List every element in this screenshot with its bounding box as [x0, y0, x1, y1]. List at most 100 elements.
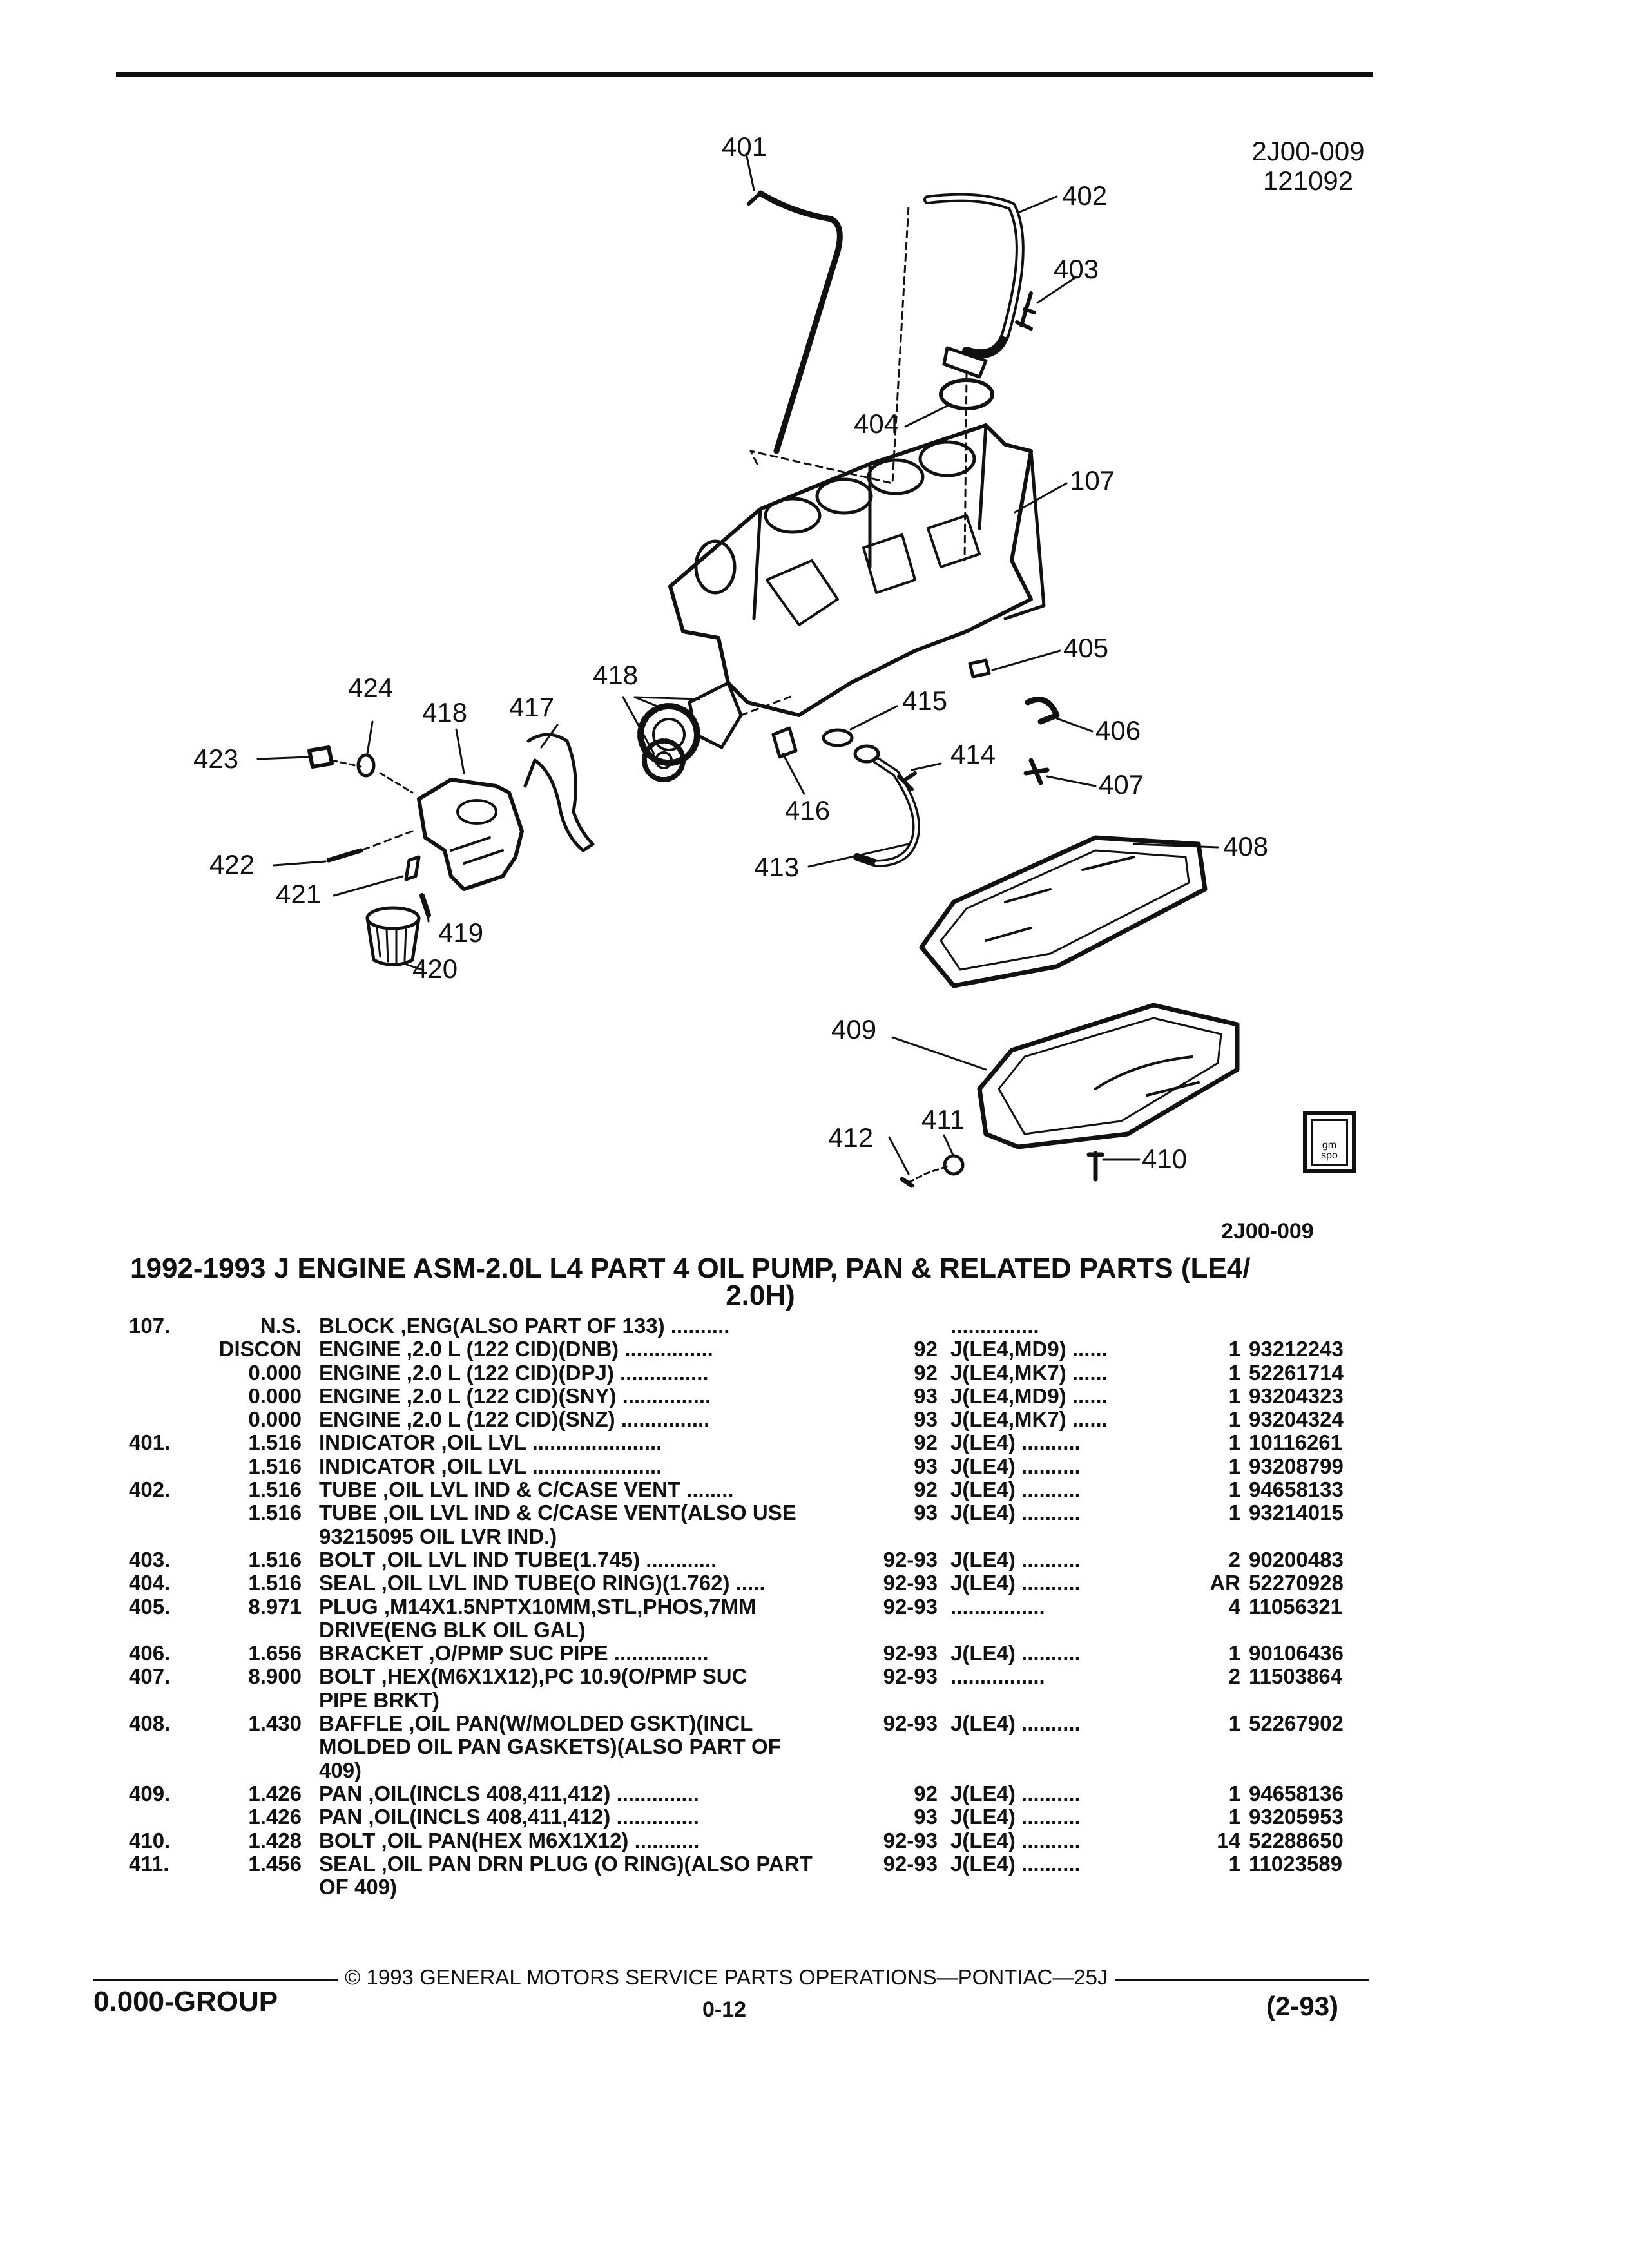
quantity: 1 [1228, 1805, 1240, 1829]
parts-row: PIPE BRKT) [0, 1689, 1629, 1712]
callout-409: 409 [831, 1014, 876, 1044]
part-number: 93204323 [1249, 1383, 1344, 1408]
quantity: 1 [1228, 1337, 1240, 1361]
part-number: 10116261 [1249, 1430, 1343, 1455]
gm-spo-logo: gm spo [1303, 1111, 1356, 1173]
quantity: 14 [1217, 1828, 1240, 1852]
parts-list: 107.N.S.BLOCK ,ENG(ALSO PART OF 133) ...… [0, 1314, 1629, 1899]
footer-group: 0.000-GROUP [93, 1986, 278, 2017]
part-ref: 402. [129, 1477, 171, 1502]
part-description: INDICATOR ,OIL LVL .....................… [319, 1431, 662, 1455]
callout-418-pump: 418 [422, 697, 467, 727]
part-description: PAN ,OIL(INCLS 408,411,412) ............… [319, 1782, 699, 1805]
part-ref: 408. [129, 1711, 171, 1736]
quantity: 2 [1228, 1664, 1240, 1689]
callout-404: 404 [854, 408, 899, 439]
callout-107: 107 [1070, 465, 1115, 495]
part-description: PAN ,OIL(INCLS 408,411,412) ............… [319, 1805, 699, 1829]
price-code: 0.000 [248, 1407, 302, 1432]
callout-407: 407 [1099, 769, 1144, 800]
model-year: 92 [914, 1477, 938, 1502]
model-year: 92-93 [883, 1547, 938, 1571]
parts-row: DRIVE(ENG BLK OIL GAL) [0, 1619, 1629, 1642]
oil-pump-drawing [360, 778, 524, 891]
parts-row: 107.N.S.BLOCK ,ENG(ALSO PART OF 133) ...… [0, 1314, 1629, 1338]
part-number: 52267902 [1249, 1711, 1344, 1736]
model-year: 92 [914, 1781, 938, 1805]
callout-403: 403 [1054, 254, 1099, 284]
model-year: 92-93 [883, 1828, 938, 1852]
part-description: BAFFLE ,OIL PAN(W/MOLDED GSKT)(INCL [319, 1712, 753, 1736]
part-ref: 405. [129, 1594, 171, 1619]
price-code: 0.000 [248, 1383, 302, 1408]
callout-401: 401 [722, 131, 767, 162]
model-applicability: J(LE4) .......... [950, 1478, 1081, 1502]
part-description: ENGINE ,2.0 L (122 CID)(DNB) ...........… [319, 1338, 713, 1361]
quantity: 1 [1228, 1641, 1240, 1666]
part-number: 93214015 [1249, 1501, 1344, 1525]
callout-424: 424 [348, 673, 393, 703]
part-number: 93205953 [1249, 1805, 1344, 1829]
callout-413: 413 [754, 852, 799, 882]
part-description: SEAL ,OIL PAN DRN PLUG (O RING)(ALSO PAR… [319, 1852, 813, 1876]
quantity: 1 [1228, 1454, 1240, 1478]
part-number: 11056321 [1249, 1594, 1343, 1619]
quantity: 1 [1228, 1360, 1240, 1385]
price-code: 0.000 [248, 1360, 302, 1385]
model-applicability: J(LE4,MK7) ...... [950, 1361, 1108, 1385]
part-number: 94658136 [1249, 1781, 1344, 1805]
quantity: 1 [1228, 1383, 1240, 1408]
model-applicability: J(LE4) .......... [950, 1501, 1081, 1525]
oil-filter-drawing [365, 906, 421, 966]
footer-page-number: 0-12 [702, 1997, 747, 2022]
price-code: 1.426 [248, 1781, 302, 1805]
footer-copyright: © 1993 GENERAL MOTORS SERVICE PARTS OPER… [345, 1965, 1108, 1989]
part-ref: 411. [129, 1851, 169, 1876]
price-code: 1.516 [248, 1454, 302, 1478]
quantity: 1 [1228, 1851, 1240, 1876]
callout-415: 415 [902, 686, 947, 716]
callout-405: 405 [1063, 633, 1108, 663]
model-applicability: J(LE4,MD9) ...... [950, 1384, 1108, 1408]
callout-412: 412 [828, 1122, 873, 1153]
model-year: 92-93 [883, 1664, 938, 1689]
callout-421: 421 [276, 879, 321, 909]
part-number: 93204324 [1249, 1407, 1344, 1432]
model-year: 92 [914, 1337, 938, 1361]
quantity: 1 [1228, 1501, 1240, 1525]
diagram-code-block: 2J00-009 121092 [1211, 137, 1405, 196]
model-year: 93 [914, 1454, 938, 1478]
price-code: 1.516 [248, 1547, 302, 1571]
callout-406: 406 [1095, 715, 1141, 745]
engine-block-drawing [668, 423, 1046, 717]
part-description: OF 409) [319, 1876, 398, 1899]
part-ref: 410. [129, 1828, 171, 1852]
quantity: 1 [1228, 1407, 1240, 1432]
parts-row: 93215095 OIL LVR IND.) [0, 1525, 1629, 1548]
parts-row: MOLDED OIL PAN GASKETS)(ALSO PART OF [0, 1735, 1629, 1758]
parts-row: 409) [0, 1759, 1629, 1782]
part-number: 52288650 [1249, 1828, 1344, 1852]
model-year: 93 [914, 1383, 938, 1408]
model-applicability: J(LE4) .......... [950, 1431, 1081, 1455]
part-description: BRACKET ,O/PMP SUC PIPE ................ [319, 1642, 709, 1666]
part-description: 409) [319, 1758, 362, 1782]
model-year: 92 [914, 1430, 938, 1455]
model-applicability: J(LE4) .......... [950, 1642, 1081, 1666]
price-code: 1.516 [248, 1430, 302, 1455]
diagram-code-top: 2J00-009 [1251, 136, 1365, 166]
model-applicability: J(LE4) .......... [950, 1454, 1081, 1478]
footer-date: (2-93) [1266, 1991, 1339, 2021]
pickup-tube-drawing [853, 756, 920, 867]
model-applicability: ................ [950, 1595, 1045, 1619]
price-code: 1.430 [248, 1711, 302, 1736]
part-description: BOLT ,OIL PAN(HEX M6X1X12) ........... [319, 1829, 700, 1852]
part-description: BLOCK ,ENG(ALSO PART OF 133) .......... [319, 1314, 730, 1338]
parts-row: 408. 1.430 BAFFLE ,OIL PAN(W/MOLDED GSKT)(… [0, 1711, 1629, 1736]
price-code: 8.971 [248, 1594, 302, 1619]
